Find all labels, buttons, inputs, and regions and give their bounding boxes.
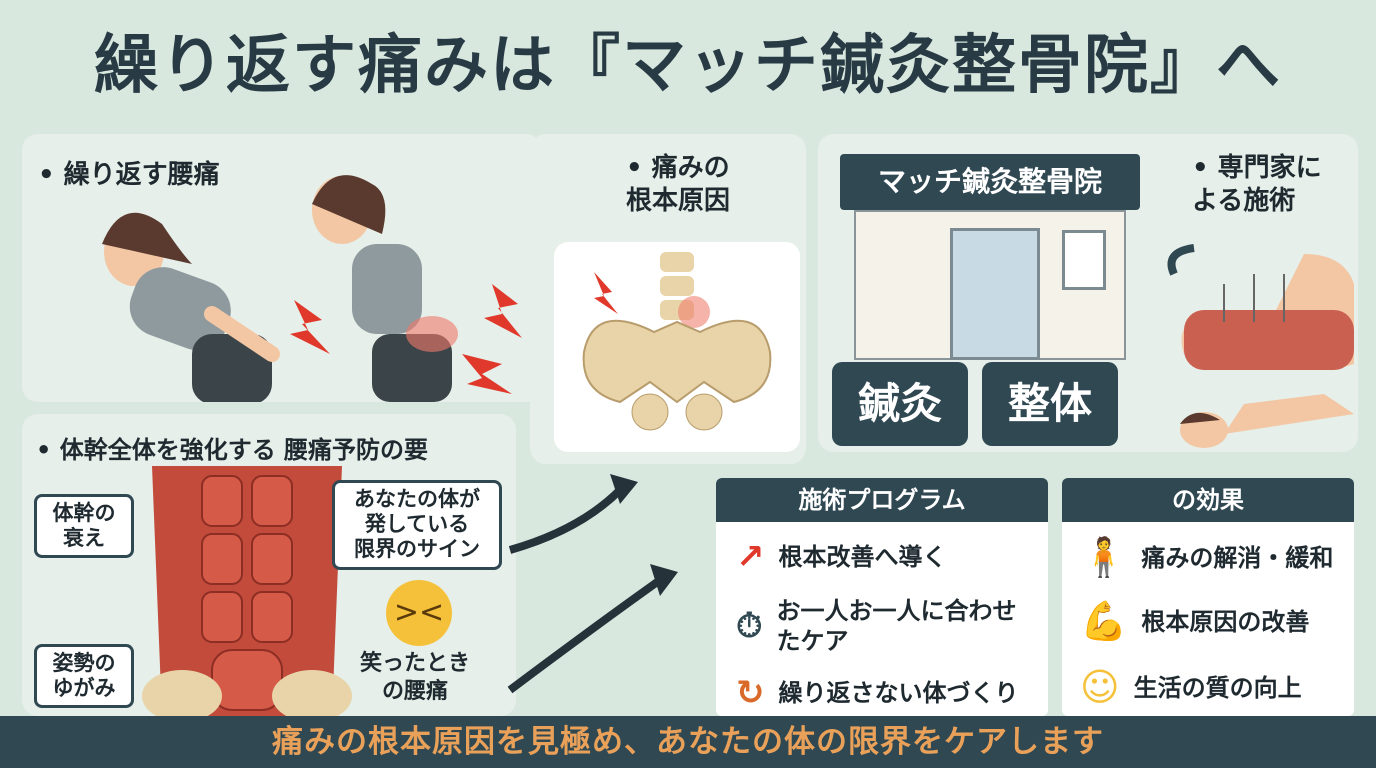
program-header: 施術プログラム [716,478,1048,522]
pain-face-icon: >< [386,580,452,646]
list-item: ☺ 生活の質の向上 [1080,664,1302,712]
core-label: • 体幹全体を強化する 腰痛予防の要 [36,436,429,464]
core-panel: • 体幹全体を強化する 腰痛予防の要 体幹の衰え あなたの体が発している限界のサ… [22,414,516,716]
seitai-button[interactable]: 整体 [982,362,1118,446]
list-item: ↗ 根本改善へ導く [736,537,947,577]
list-item: 🧍 痛みの解消・緩和 [1080,534,1333,582]
stopwatch-icon: ⏱ [736,605,763,646]
page-title: 繰り返す痛みは『マッチ鍼灸整骨院』へ [94,29,1282,103]
cycle-icon: ↻ [736,673,765,713]
trend-up-icon: ↗ [736,537,765,577]
person-icon: 🧍 [1080,535,1128,579]
back-pain-panel: • 繰り返す腰痛 [22,134,542,402]
smile-icon: ☺ [1080,665,1120,709]
expert-label: • 専門家に よる施術 [1192,153,1322,216]
back-pain-illustration [102,175,522,402]
strong-body-icon: 💪 [1080,599,1128,643]
clinic-sign: マッチ鍼灸整骨院 [840,154,1140,210]
clinic-door [950,228,1040,360]
list-item: ⏱ お一人お一人に合わせたケア [736,597,1017,655]
pelvis-image [554,242,800,452]
footer-banner: 痛みの根本原因を見極め、あなたの体の限界をケアします [0,716,1376,768]
pelvis-icon [582,252,772,431]
root-cause-label: • 痛みの 根本原因 [626,153,731,216]
treatment-illustration [1167,244,1354,448]
back-pain-label: • 繰り返す腰痛 [38,160,220,190]
effects-header: の効果 [1062,478,1354,522]
posture-tag: 姿勢のゆがみ [34,644,134,709]
effects-panel: の効果 🧍 痛みの解消・緩和 💪 根本原因の改善 ☺ 生活の質の向上 [1062,478,1354,716]
list-item: 💪 根本原因の改善 [1080,598,1309,646]
arrow-icon [1167,244,1195,276]
arrow-right-icon [650,564,678,596]
list-item: ↻ 繰り返さない体づくり [736,673,1019,713]
body-sign-tag: あなたの体が発している限界のサイン [332,480,502,570]
menu-board-icon [1062,230,1106,290]
program-panel: 施術プログラム ↗ 根本改善へ導く ⏱ お一人お一人に合わせたケア ↻ 繰り返さ… [716,478,1048,716]
core-weakness-tag: 体幹の衰え [34,494,134,559]
flow-arrows [507,474,678,694]
arrow-up-icon [610,474,638,504]
abdomen-muscle-illustration [142,466,352,716]
laugh-pain-label: 笑ったときの腰痛 [360,651,471,704]
root-cause-panel: • 痛みの 根本原因 [530,134,806,464]
acupuncture-button[interactable]: 鍼灸 [832,362,968,446]
clinic-building: マッチ鍼灸整骨院 [840,154,1140,360]
clinic-panel: マッチ鍼灸整骨院 • 専門家に よる施術 鍼灸 整体 [818,134,1358,452]
